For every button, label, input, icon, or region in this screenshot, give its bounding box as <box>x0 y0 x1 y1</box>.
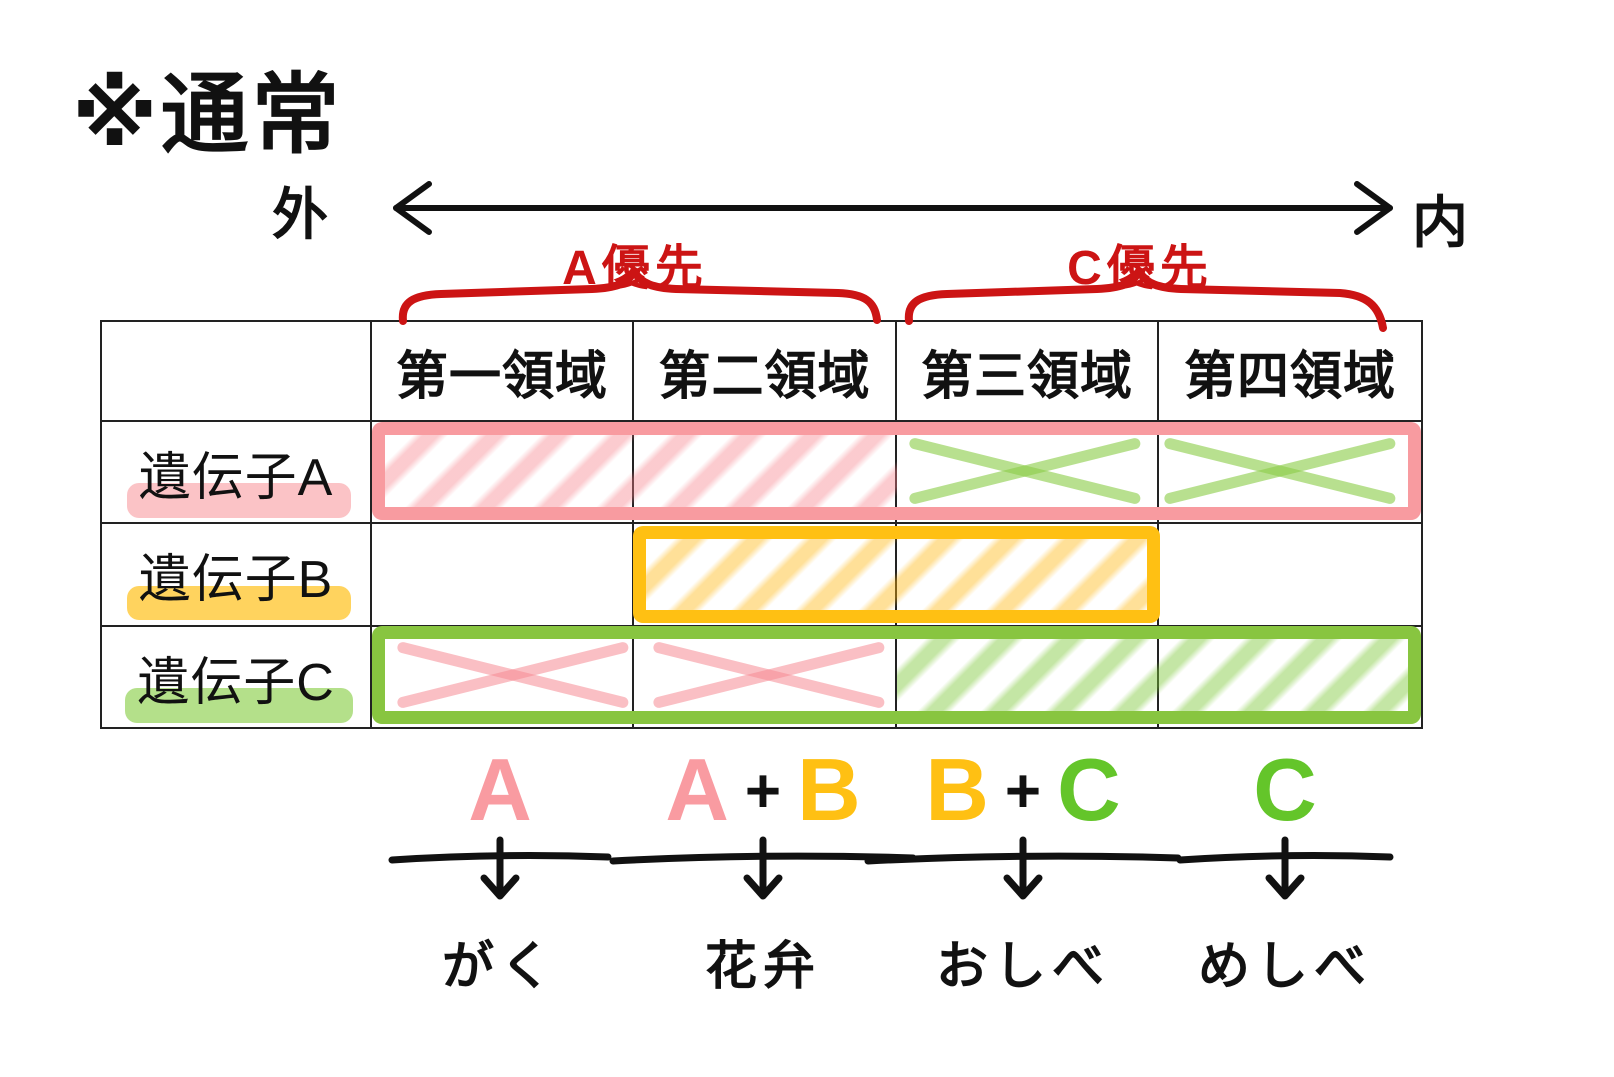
gene-letter-c: C <box>1253 740 1317 839</box>
gene-letter-b: B <box>797 740 861 839</box>
gene-region-table: 第一領域 第二領域 第三領域 第四領域 遺伝子A 遺伝子B 遺伝子C <box>100 320 1423 729</box>
row-label-gene-b: 遺伝子B <box>126 537 352 620</box>
gene-letter-a: A <box>665 740 729 839</box>
result-sepal: がく <box>441 938 558 996</box>
corner-cell <box>100 320 372 422</box>
priority-label-a: A優先 <box>562 242 708 295</box>
row-label-gene-a-cell: 遺伝子A <box>100 420 372 524</box>
gene-letter-b: B <box>925 740 989 839</box>
outside-inside-arrow <box>393 181 1393 235</box>
down-arrow-icon <box>1176 836 1394 900</box>
formula-c: C <box>1253 746 1317 834</box>
formula-b-plus-c: B + C <box>925 746 1120 834</box>
gene-a-expression-bar <box>372 422 1421 520</box>
gene-c-suppressed-cross-icon <box>385 639 641 711</box>
row-label-gene-c-cell: 遺伝子C <box>100 625 372 729</box>
down-arrow-icon <box>864 836 1182 900</box>
gene-letter-c: C <box>1057 740 1121 839</box>
table-header-row: 第一領域 第二領域 第三領域 第四領域 <box>100 320 1423 422</box>
axis-label-outside: 外 <box>272 183 328 246</box>
table-row-gene-b: 遺伝子B <box>100 522 1423 627</box>
gene-b-expressed-hatch <box>646 539 1147 610</box>
cell-b-r3 <box>895 522 1159 627</box>
plus-sign: + <box>744 757 782 826</box>
gene-b-expression-bar <box>633 526 1160 623</box>
outcome-stamen: B + C おしべ <box>848 746 1198 999</box>
cell-b-r1 <box>370 522 634 627</box>
formula-a-plus-b: A + B <box>665 746 860 834</box>
cell-a-r1 <box>370 420 634 524</box>
gene-letter-a: A <box>468 740 532 839</box>
col-header-region4: 第四領域 <box>1157 320 1423 422</box>
gene-c-expressed-hatch <box>896 639 1408 711</box>
page-title: ※通常 <box>72 65 343 164</box>
table-row-gene-c: 遺伝子C <box>100 625 1423 729</box>
outcome-sepal: A がく <box>370 746 630 999</box>
down-arrow-icon <box>388 836 612 900</box>
gene-c-expression-bar <box>372 626 1421 724</box>
gene-a-suppressed-cross-icon <box>1152 435 1408 507</box>
cell-a-r2 <box>632 420 897 524</box>
row-label-gene-b-cell: 遺伝子B <box>100 522 372 627</box>
axis-label-inside: 内 <box>1412 191 1468 254</box>
result-petal: 花弁 <box>704 938 821 996</box>
gene-a-expressed-hatch <box>385 435 897 507</box>
result-pistil: めしべ <box>1197 938 1372 996</box>
formula-a: A <box>468 746 532 834</box>
down-arrow-icon <box>609 836 917 900</box>
col-header-region1: 第一領域 <box>370 320 634 422</box>
row-label-gene-a: 遺伝子A <box>126 435 352 518</box>
col-header-region3: 第三領域 <box>895 320 1159 422</box>
outcome-petal: A + B 花弁 <box>593 746 933 999</box>
cell-b-r2 <box>632 522 897 627</box>
row-label-gene-c: 遺伝子C <box>125 640 353 723</box>
gene-a-suppressed-cross-icon <box>897 435 1153 507</box>
priority-label-c: C優先 <box>1067 242 1213 295</box>
col-header-region2: 第二領域 <box>632 320 897 422</box>
table-row-gene-a: 遺伝子A <box>100 420 1423 524</box>
cell-b-r4 <box>1157 522 1423 627</box>
gene-c-suppressed-cross-icon <box>641 639 897 711</box>
outcome-pistil: C めしべ <box>1155 746 1415 999</box>
plus-sign: + <box>1004 757 1042 826</box>
result-stamen: おしべ <box>935 938 1110 996</box>
